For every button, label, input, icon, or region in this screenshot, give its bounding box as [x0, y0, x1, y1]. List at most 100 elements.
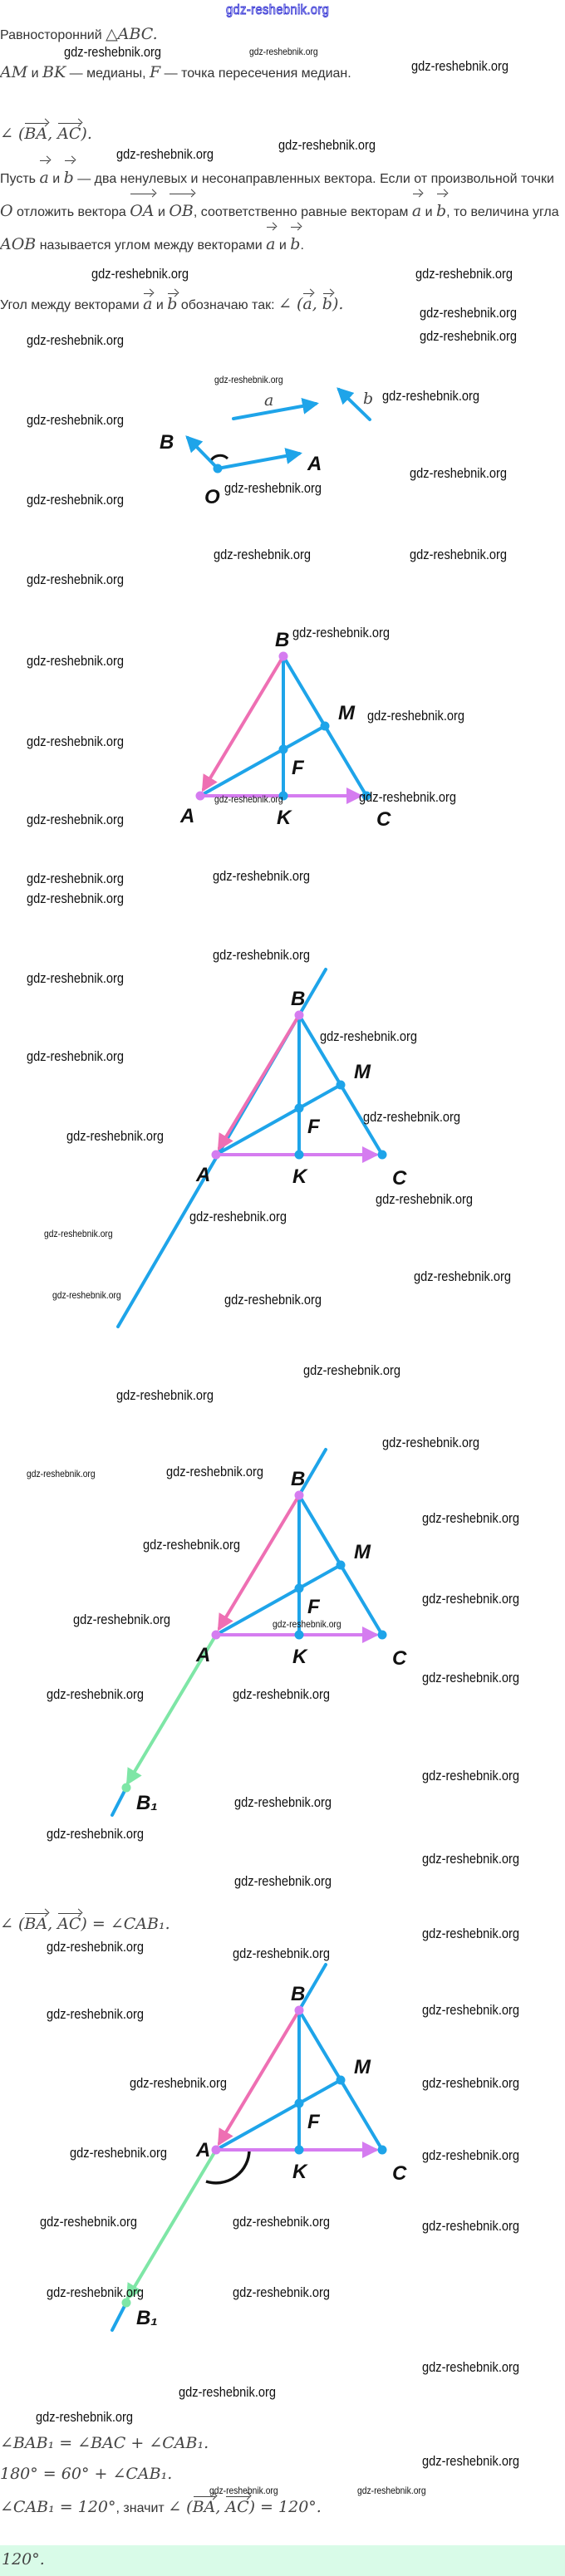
watermark: gdz-reshebnik.org — [73, 1612, 171, 1627]
watermark: gdz-reshebnik.org — [27, 653, 125, 669]
point-b — [294, 1490, 304, 1500]
watermark: gdz-reshebnik.org — [143, 1537, 241, 1553]
text-segment: — медианы, — [66, 66, 150, 81]
site-watermark-header[interactable]: gdz-reshebnik.org — [226, 2, 330, 18]
median-am — [214, 1563, 342, 1636]
median-am — [214, 1083, 342, 1156]
watermark: gdz-reshebnik.org — [422, 2002, 520, 2018]
point-b1 — [121, 1783, 131, 1793]
watermark: gdz-reshebnik.org — [420, 305, 518, 321]
watermark: gdz-reshebnik.org — [292, 625, 391, 640]
math-expression: , — [215, 2498, 226, 2516]
watermark: gdz-reshebnik.org — [357, 2485, 426, 2496]
watermark: gdz-reshebnik.org — [422, 1926, 520, 1941]
math-expression: ∠BAB₁ = ∠BAC + ∠CAB₁. — [0, 2434, 209, 2452]
math-expression: , — [47, 125, 58, 143]
point-b — [294, 2005, 304, 2015]
watermark: gdz-reshebnik.org — [47, 2006, 145, 2022]
label-vector-a: a — [264, 391, 273, 410]
watermark: gdz-reshebnik.org — [422, 1591, 520, 1607]
vector-symbol: a — [412, 194, 422, 227]
point-a — [211, 2145, 221, 2155]
text-segment: называется углом между векторами — [36, 238, 267, 253]
label-b1: B₁ — [136, 1792, 158, 1814]
watermark: gdz-reshebnik.org — [359, 789, 457, 805]
watermark: gdz-reshebnik.org — [410, 465, 508, 481]
equation-2: ∠BAB₁ = ∠BAC + ∠CAB₁. — [0, 2434, 209, 2452]
line-ab-extension-tail — [111, 2301, 128, 2332]
watermark: gdz-reshebnik.org — [249, 46, 318, 57]
point-f — [294, 1583, 304, 1593]
watermark: gdz-reshebnik.org — [422, 1851, 520, 1867]
watermark: gdz-reshebnik.org — [213, 947, 311, 963]
watermark: gdz-reshebnik.org — [303, 1362, 401, 1378]
text-segment: обозначаю так: — [177, 298, 278, 312]
notation-line: Угол между векторами a и b обозначаю так… — [0, 293, 343, 313]
watermark: gdz-reshebnik.org — [189, 1209, 287, 1224]
label-vector-b: b — [363, 390, 373, 408]
label-c: C — [392, 1647, 407, 1670]
vector-symbol: OB — [169, 194, 194, 227]
math-expression: ∠ ( — [278, 295, 303, 313]
watermark: gdz-reshebnik.org — [27, 1468, 96, 1479]
vector-symbol: AC — [57, 123, 81, 143]
label-b: B — [275, 629, 289, 651]
math-expression: ∠ ( — [0, 125, 25, 143]
point-o — [213, 464, 223, 473]
watermark: gdz-reshebnik.org — [214, 374, 283, 385]
median-am — [199, 724, 327, 797]
watermark: gdz-reshebnik.org — [27, 871, 125, 886]
watermark: gdz-reshebnik.org — [214, 547, 312, 562]
vector-symbol: AC — [225, 2496, 249, 2516]
watermark: gdz-reshebnik.org — [422, 2147, 520, 2163]
watermark: gdz-reshebnik.org — [130, 2075, 228, 2091]
median-am — [214, 2078, 342, 2152]
given-medians: AM и BK — медианы, F — точка пересечения… — [0, 63, 351, 81]
label-b: B — [291, 1468, 305, 1490]
watermark: gdz-reshebnik.org — [27, 332, 125, 348]
watermark: gdz-reshebnik.org — [233, 2214, 331, 2230]
math-expression: BK — [42, 63, 66, 81]
equation-3: 180° = 60° + ∠CAB₁. — [0, 2465, 172, 2483]
watermark: gdz-reshebnik.org — [27, 492, 125, 508]
watermark: gdz-reshebnik.org — [116, 146, 214, 162]
vector-symbol: BA — [192, 2496, 216, 2516]
find-angle: ∠ (BA, AC). — [0, 123, 92, 143]
vector-ab1 — [125, 1633, 218, 1786]
watermark: gdz-reshebnik.org — [363, 1109, 461, 1125]
watermark: gdz-reshebnik.org — [27, 812, 125, 827]
math-expression: ). — [81, 125, 92, 143]
point-c — [377, 1150, 387, 1160]
angle-arc-aob — [209, 454, 229, 463]
given-triangle: Равносторонний △ABC. — [0, 25, 158, 43]
watermark: gdz-reshebnik.org — [414, 1268, 512, 1284]
point-a — [195, 791, 205, 801]
watermark: gdz-reshebnik.org — [224, 1292, 322, 1308]
watermark: gdz-reshebnik.org — [376, 1191, 474, 1207]
definition-paragraph: Пусть a и b — два ненулевых и несонаправ… — [0, 160, 563, 262]
point-c — [361, 791, 371, 801]
watermark: gdz-reshebnik.org — [47, 2284, 145, 2300]
watermark: gdz-reshebnik.org — [44, 1228, 113, 1239]
label-a: A — [179, 805, 194, 827]
math-expression: , — [312, 295, 322, 313]
watermark: gdz-reshebnik.org — [367, 708, 465, 724]
point-k — [278, 791, 288, 801]
math-expression: ) = 120°. — [248, 2498, 322, 2516]
label-k: K — [292, 1165, 308, 1188]
math-expression: , — [47, 1915, 58, 1933]
text-segment: — два ненулевых и несонаправленных векто… — [73, 172, 554, 186]
watermark: gdz-reshebnik.org — [179, 2384, 277, 2400]
text-segment: и — [275, 238, 291, 253]
label-c: C — [392, 1167, 407, 1190]
vector-a — [232, 398, 319, 420]
point-b — [294, 1010, 304, 1020]
watermark: gdz-reshebnik.org — [27, 891, 125, 906]
vector-symbol: OA — [130, 194, 155, 227]
text-segment: , то величина угла — [446, 205, 559, 219]
point-m — [336, 2075, 346, 2085]
watermark: gdz-reshebnik.org — [411, 58, 509, 74]
vector-symbol: b — [167, 293, 178, 313]
watermark: gdz-reshebnik.org — [36, 2409, 134, 2425]
